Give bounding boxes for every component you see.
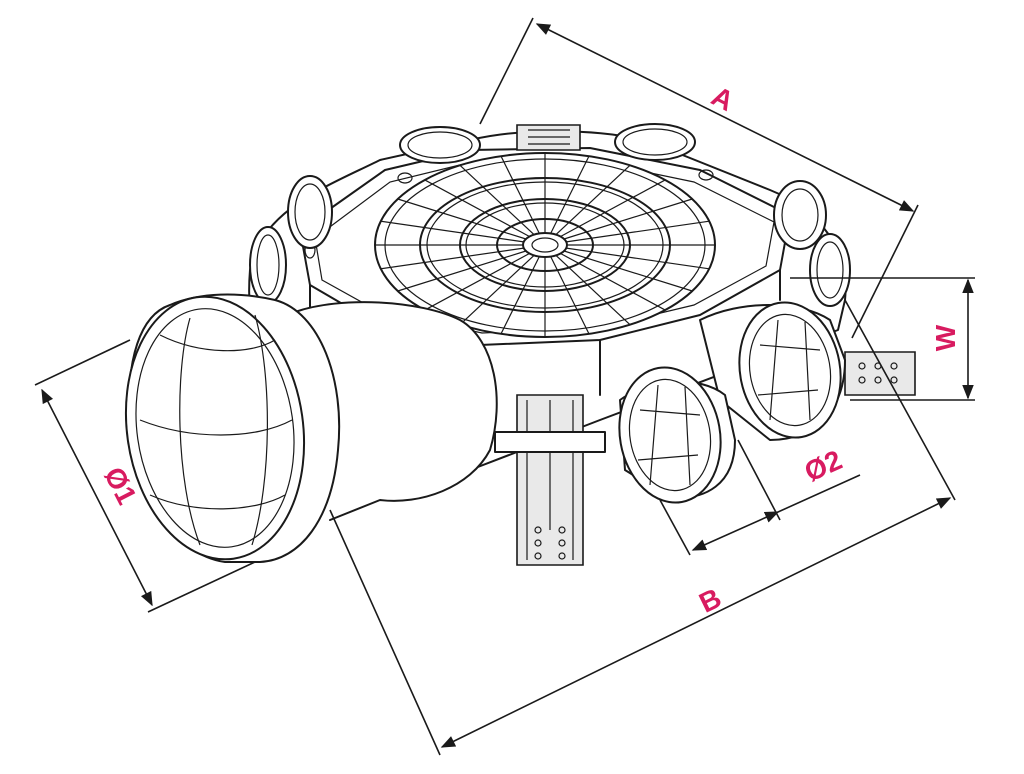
top-mounting-bracket: [516, 124, 581, 151]
main-inlet-duct: [124, 293, 498, 563]
grille-spoke: [566, 247, 710, 270]
grille-spoke: [555, 254, 631, 326]
grille-spoke: [459, 164, 535, 236]
grille-spoke: [424, 252, 530, 311]
grille-spoke: [380, 247, 524, 270]
grille-spoke: [550, 256, 590, 335]
outlet-spigots: [618, 301, 846, 504]
dimension-label-w: W: [930, 324, 961, 351]
grille-spoke: [397, 198, 527, 240]
dimension-label-d2: Ø2: [800, 444, 847, 488]
grille-spoke: [563, 250, 693, 292]
back-spigots: [249, 123, 851, 307]
grille-spoke: [424, 179, 530, 238]
dimension-lines: [34, 17, 975, 756]
dimension-label-b: B: [694, 582, 726, 619]
grille-spoke: [500, 155, 540, 234]
right-mounting-bracket: [844, 351, 916, 396]
grille-spoke: [566, 220, 710, 243]
grille-spoke: [560, 252, 666, 311]
grille-spoke: [380, 220, 524, 243]
grille-spoke: [500, 256, 540, 335]
grille-spoke: [459, 254, 535, 326]
grille-spoke: [397, 250, 527, 292]
